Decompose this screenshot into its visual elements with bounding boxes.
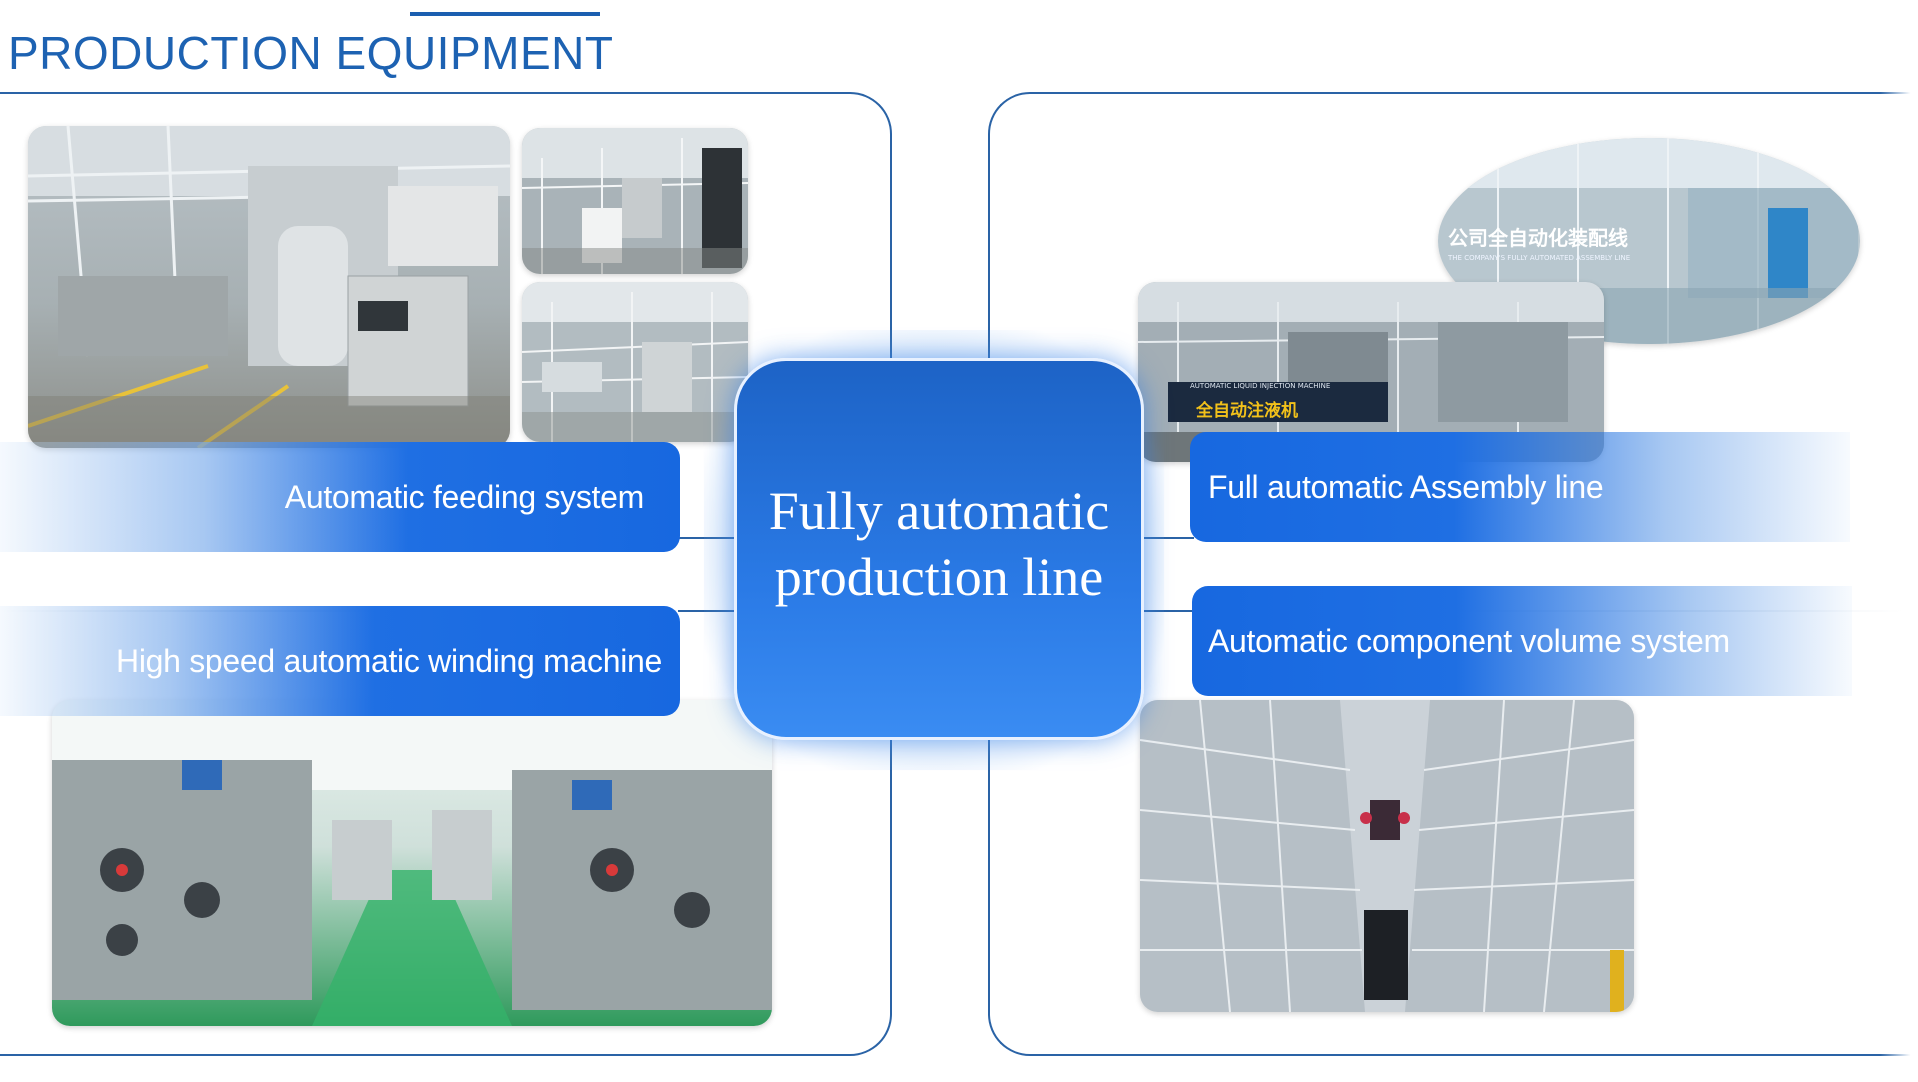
center-title: Fully automatic production line bbox=[768, 481, 1110, 607]
feeding-system-photo bbox=[28, 126, 510, 448]
assembly-cn-caption: 公司全自动化装配线 bbox=[1448, 226, 1628, 250]
center-card: Fully automatic production line bbox=[734, 358, 1144, 740]
injection-en-caption: AUTOMATIC LIQUID INJECTION MACHINE bbox=[1190, 382, 1331, 390]
title-accent-bar bbox=[410, 12, 600, 16]
connector-line bbox=[1142, 537, 1194, 539]
frame-fade bbox=[1880, 80, 1918, 1070]
storage-system-label-text: Automatic component volume system bbox=[1208, 622, 1730, 659]
page-title: PRODUCTION EQUIPMENT bbox=[8, 27, 614, 79]
feeding-system-label: Automatic feeding system bbox=[0, 442, 680, 552]
feeding-system-photo-small bbox=[522, 128, 748, 274]
storage-system-photo bbox=[1140, 700, 1634, 1012]
assembly-line-label: Full automatic Assembly line bbox=[1190, 432, 1850, 542]
winding-machine-label-text: High speed automatic winding machine bbox=[116, 642, 662, 679]
winding-machine-label: High speed automatic winding machine bbox=[0, 606, 680, 716]
winding-machine-photo bbox=[52, 700, 772, 1026]
storage-system-label: Automatic component volume system bbox=[1192, 586, 1852, 696]
connector-line bbox=[1142, 610, 1194, 612]
feeding-system-label-text: Automatic feeding system bbox=[284, 478, 645, 515]
assembly-line-label-text: Full automatic Assembly line bbox=[1208, 468, 1604, 505]
assembly-en-caption: THE COMPANY'S FULLY AUTOMATED ASSEMBLY L… bbox=[1448, 254, 1631, 262]
injection-cn-caption: 全自动注液机 bbox=[1196, 401, 1298, 421]
